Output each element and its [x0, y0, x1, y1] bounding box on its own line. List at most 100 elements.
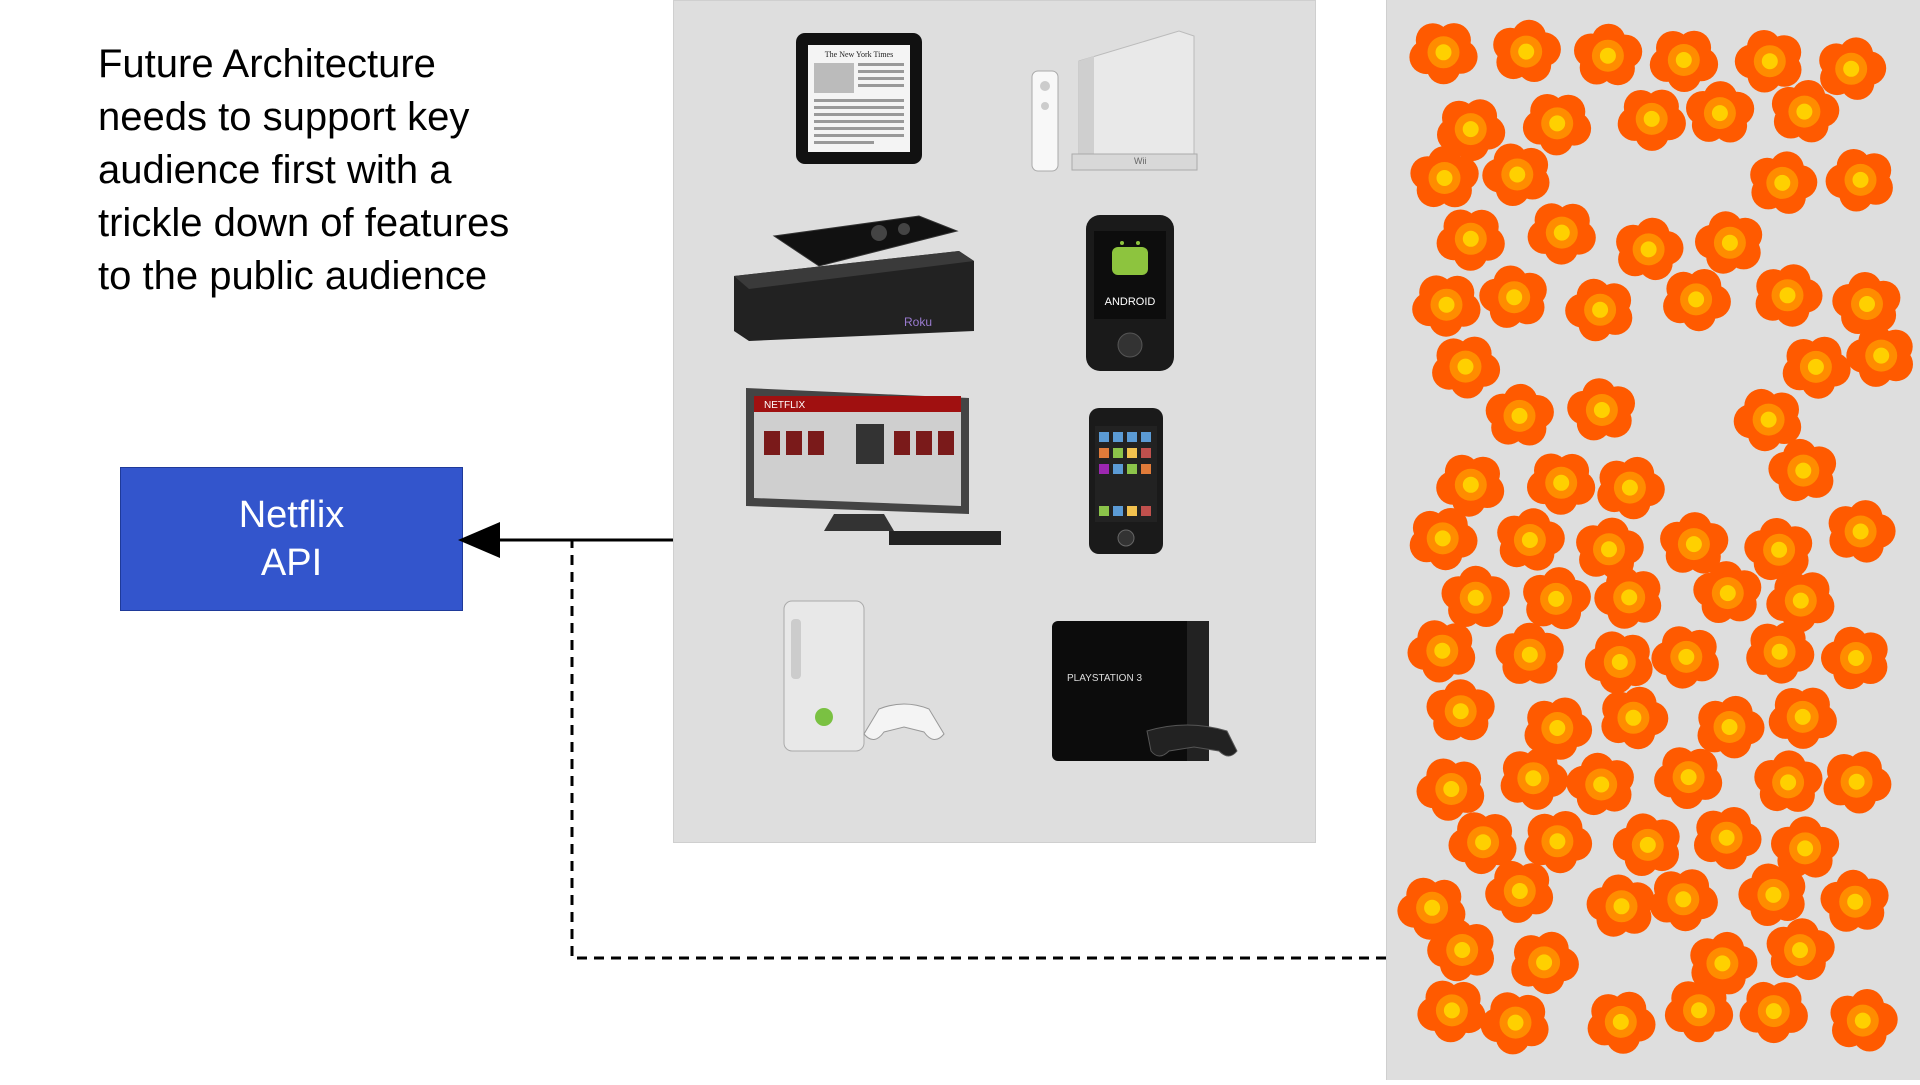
flower-icon — [1587, 991, 1656, 1054]
flower-icon — [1821, 626, 1888, 690]
flower-icon — [1733, 388, 1802, 452]
flower-icon — [1616, 217, 1684, 281]
intro-text: Future Architecture needs to support key… — [98, 38, 558, 303]
flower-icon — [1649, 30, 1719, 92]
flower-icon — [1768, 687, 1837, 749]
flower-icon — [1766, 918, 1835, 981]
ipad-label: The New York Times — [825, 50, 893, 59]
flower-icon — [1697, 695, 1765, 759]
flower-icon — [1497, 508, 1565, 571]
flower-icon — [1412, 275, 1481, 337]
flower-icon — [1527, 203, 1596, 265]
flower-icon — [1407, 620, 1476, 683]
flower-icon — [1523, 567, 1591, 630]
netflix-api-box: Netflix API — [120, 467, 463, 611]
flower-icon — [1448, 812, 1517, 875]
flower-icon — [1584, 631, 1653, 694]
ps3-icon: PLAYSTATION 3 — [1052, 621, 1238, 761]
flower-icon — [1427, 918, 1494, 982]
flower-icon — [1828, 500, 1896, 563]
flower-icon — [1686, 81, 1755, 143]
intro-line: needs to support key — [98, 95, 470, 139]
flower-icon — [1574, 23, 1643, 86]
intro-line: to the public audience — [98, 254, 488, 298]
flower-icon — [1649, 869, 1718, 932]
intro-line: trickle down of features — [98, 201, 510, 245]
flower-icon — [1576, 517, 1644, 580]
intro-line: audience first with a — [98, 148, 452, 192]
flower-icon — [1755, 264, 1823, 327]
flower-icon — [1823, 751, 1892, 814]
flower-icon — [1500, 747, 1569, 810]
flower-icon — [1417, 980, 1486, 1043]
flower-icon — [1654, 747, 1723, 809]
flower-icon — [1750, 151, 1818, 214]
audience-flowers — [1397, 19, 1913, 1055]
flower-icon — [1754, 750, 1823, 812]
flower-icon — [1524, 811, 1593, 874]
flower-icon — [1485, 383, 1554, 446]
flower-icon — [1819, 37, 1887, 100]
flower-icon — [1663, 269, 1731, 332]
flower-icon — [1782, 336, 1851, 399]
flower-icon — [1612, 813, 1680, 876]
flower-icon — [1511, 931, 1579, 995]
ipad-icon: The New York Times — [796, 33, 922, 164]
audience-to-api-dashed-line — [570, 540, 1386, 960]
flower-icon — [1410, 146, 1479, 208]
flower-icon — [1694, 807, 1762, 870]
android-label: ANDROID — [1105, 296, 1156, 308]
flower-icon — [1485, 860, 1554, 923]
flower-icon — [1409, 508, 1478, 571]
flower-icon — [1744, 518, 1813, 581]
roku-label: Roku — [904, 315, 932, 329]
flower-icon — [1690, 931, 1758, 995]
flower-icon — [1441, 565, 1510, 627]
iphone-icon — [1089, 408, 1163, 554]
android-phone-icon: ANDROID — [1086, 215, 1174, 371]
flower-icon — [1495, 622, 1564, 684]
roku-icon: Roku — [734, 215, 974, 341]
flower-icon — [1409, 23, 1478, 85]
flower-icon — [1524, 697, 1593, 760]
flower-icon — [1432, 336, 1501, 399]
flower-icon — [1527, 453, 1596, 515]
flower-icon — [1820, 869, 1889, 932]
flower-icon — [1482, 143, 1550, 206]
flower-icon — [1567, 378, 1635, 441]
flower-icon — [1416, 758, 1485, 821]
flower-icon — [1426, 679, 1495, 741]
flower-icon — [1734, 30, 1802, 93]
flower-icon — [1601, 686, 1669, 750]
flower-icon — [1825, 149, 1893, 212]
flower-icon — [1651, 626, 1719, 689]
flower-icon — [1597, 456, 1665, 520]
flower-icon — [1746, 621, 1815, 684]
flower-icon — [1768, 438, 1837, 502]
flower-icon — [1738, 863, 1806, 926]
xbox-icon — [783, 600, 945, 752]
ps3-label: PLAYSTATION 3 — [1067, 673, 1142, 684]
flower-icon — [1660, 512, 1729, 574]
flower-icon — [1846, 324, 1913, 387]
flower-icon — [1695, 211, 1763, 274]
wii-icon: Wii — [1031, 30, 1198, 172]
flower-icon — [1479, 265, 1547, 328]
tv-label: NETFLIX — [764, 400, 805, 411]
api-label-line2: API — [260, 542, 323, 584]
devices-panel: The New York Times Wii Roku — [673, 0, 1316, 843]
flower-icon — [1437, 99, 1506, 162]
flower-icon — [1493, 19, 1561, 82]
intro-line: Future Architecture — [98, 42, 436, 86]
flower-icon — [1586, 874, 1655, 937]
public-audience-panel — [1386, 0, 1920, 1080]
tv-icon: NETFLIX — [746, 388, 1001, 545]
flower-icon — [1522, 94, 1592, 156]
flower-icon — [1594, 566, 1662, 629]
api-label-line1: Netflix — [238, 494, 345, 536]
flower-icon — [1436, 209, 1505, 271]
flower-icon — [1617, 89, 1686, 151]
flower-icon — [1739, 981, 1808, 1044]
flower-icon — [1693, 561, 1762, 623]
